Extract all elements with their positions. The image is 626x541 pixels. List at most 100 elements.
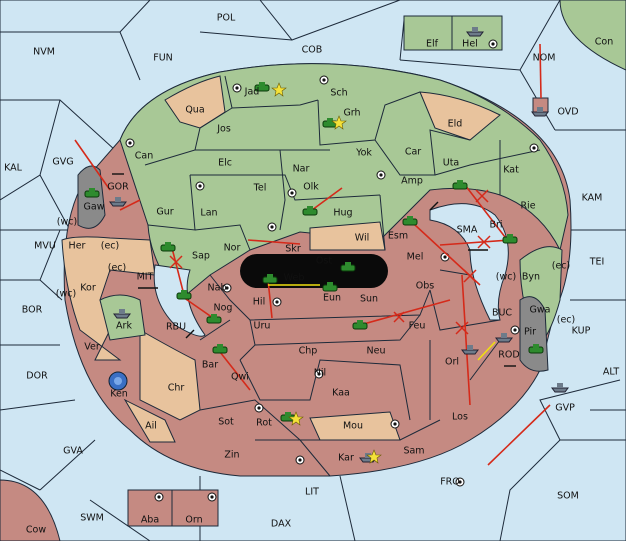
province-label-eun[interactable]: Eun xyxy=(323,293,341,304)
province-label-sch[interactable]: Sch xyxy=(330,88,347,99)
province-label-grh[interactable]: Grh xyxy=(343,108,360,119)
province-label-buc[interactable]: BUC xyxy=(492,308,512,319)
province-label-yok[interactable]: Yok xyxy=(355,148,372,159)
province-label-ec3[interactable]: (ec) xyxy=(108,263,126,274)
province-label-sun[interactable]: Sun xyxy=(360,294,378,305)
province-label-zin[interactable]: Zin xyxy=(224,450,239,461)
province-chr[interactable] xyxy=(139,329,201,421)
province-label-mel[interactable]: Mel xyxy=(407,252,424,263)
province-label-ost[interactable]: Ost xyxy=(316,256,332,267)
province-label-gor[interactable]: GOR xyxy=(107,182,129,193)
province-label-jos[interactable]: Jos xyxy=(216,124,231,135)
province-label-los[interactable]: Los xyxy=(452,412,468,423)
province-label-sam[interactable]: Sam xyxy=(403,446,424,457)
province-label-swm[interactable]: SWM xyxy=(80,513,104,524)
province-label-nvm[interactable]: NVM xyxy=(33,47,55,58)
province-label-gva[interactable]: GVA xyxy=(63,446,83,457)
province-label-amp[interactable]: Amp xyxy=(401,176,423,187)
province-label-kup[interactable]: KUP xyxy=(572,326,591,337)
province-label-gur[interactable]: Gur xyxy=(156,207,173,218)
province-label-alt[interactable]: ALT xyxy=(603,367,619,378)
province-label-wil[interactable]: Wil xyxy=(355,233,369,244)
province-label-pol[interactable]: POL xyxy=(217,13,236,24)
province-label-rbu[interactable]: RBU xyxy=(166,322,186,333)
province-label-bor[interactable]: BOR xyxy=(22,305,43,316)
province-label-qwi[interactable]: Qwi xyxy=(231,372,249,383)
province-label-kar[interactable]: Kar xyxy=(338,453,354,464)
province-label-ail[interactable]: Ail xyxy=(145,421,157,432)
province-label-wc1[interactable]: (wc) xyxy=(57,217,77,228)
province-label-car[interactable]: Car xyxy=(405,147,421,158)
province-label-sot[interactable]: Sot xyxy=(218,417,234,428)
province-label-her[interactable]: Her xyxy=(69,241,86,252)
province-label-feu[interactable]: Feu xyxy=(409,321,426,332)
province-label-eld[interactable]: Eld xyxy=(448,119,463,130)
province-label-chp[interactable]: Chp xyxy=(299,346,318,357)
province-label-orl[interactable]: Orl xyxy=(445,357,459,368)
province-label-dax[interactable]: DAX xyxy=(271,519,292,530)
province-label-som[interactable]: SOM xyxy=(557,491,579,502)
province-label-ver[interactable]: Ver xyxy=(84,342,100,353)
province-aba[interactable] xyxy=(127,489,173,527)
province-label-lit[interactable]: LIT xyxy=(305,487,319,498)
province-label-fro[interactable]: FRO xyxy=(440,477,460,488)
province-label-hel[interactable]: Hel xyxy=(462,39,478,50)
province-label-gvg[interactable]: GVG xyxy=(52,157,73,168)
province-label-gwa[interactable]: Gwa xyxy=(530,305,551,316)
province-label-cob[interactable]: COB xyxy=(302,45,323,56)
province-label-qua[interactable]: Qua xyxy=(185,105,204,116)
province-label-nil[interactable]: Nil xyxy=(314,368,326,379)
province-label-orn[interactable]: Orn xyxy=(185,515,202,526)
province-label-ark[interactable]: Ark xyxy=(116,321,132,332)
province-label-kal[interactable]: KAL xyxy=(4,163,23,174)
province-label-dor[interactable]: DOR xyxy=(26,371,48,382)
province-label-wc2[interactable]: (wc) xyxy=(496,272,516,283)
province-label-nar[interactable]: Nar xyxy=(293,164,310,175)
province-ail[interactable] xyxy=(123,398,176,443)
province-label-can[interactable]: Can xyxy=(135,151,153,162)
province-label-rod[interactable]: ROD xyxy=(498,350,519,361)
province-label-ec2[interactable]: (ec) xyxy=(552,261,570,272)
province-label-bri[interactable]: Bri xyxy=(489,220,502,231)
province-label-hil[interactable]: Hil xyxy=(253,297,265,308)
province-label-sap[interactable]: Sap xyxy=(192,251,210,262)
province-label-neu[interactable]: Neu xyxy=(367,346,386,357)
province-label-nom[interactable]: NOM xyxy=(533,53,556,64)
province-label-rot[interactable]: Rot xyxy=(256,418,272,429)
province-label-bar[interactable]: Bar xyxy=(202,360,218,371)
province-label-nog[interactable]: Nog xyxy=(214,303,233,314)
province-label-chr[interactable]: Chr xyxy=(168,383,185,394)
province-elf[interactable] xyxy=(403,15,453,51)
province-label-tel[interactable]: Tel xyxy=(253,183,267,194)
province-label-pir[interactable]: Pir xyxy=(524,327,536,338)
province-eld[interactable] xyxy=(419,91,501,141)
province-label-lan[interactable]: Lan xyxy=(200,208,217,219)
province-label-mvu[interactable]: MVU xyxy=(34,241,56,252)
province-label-obs[interactable]: Obs xyxy=(416,281,435,292)
province-label-wc3[interactable]: (wc) xyxy=(56,289,76,300)
province-label-olk[interactable]: Olk xyxy=(303,182,319,193)
province-label-tei[interactable]: TEI xyxy=(589,257,605,268)
province-label-aba[interactable]: Aba xyxy=(141,515,159,526)
province-label-esm[interactable]: Esm xyxy=(388,231,408,242)
province-label-mit[interactable]: MIT xyxy=(137,272,154,283)
province-label-kat[interactable]: Kat xyxy=(503,165,519,176)
province-label-skr[interactable]: Skr xyxy=(285,244,301,255)
province-label-kaa[interactable]: Kaa xyxy=(332,388,350,399)
province-label-rie[interactable]: Rie xyxy=(520,201,535,212)
province-label-kam[interactable]: KAM xyxy=(582,193,603,204)
province-label-web[interactable]: Web xyxy=(284,273,305,284)
province-label-nab[interactable]: Nab xyxy=(208,283,227,294)
province-label-ec4[interactable]: (ec) xyxy=(557,315,575,326)
province-label-nor[interactable]: Nor xyxy=(224,243,241,254)
province-label-ken[interactable]: Ken xyxy=(110,389,128,400)
province-label-gaw[interactable]: Gaw xyxy=(84,202,105,213)
province-label-con[interactable]: Con xyxy=(595,37,613,48)
province-label-kor[interactable]: Kor xyxy=(80,283,96,294)
province-label-fun[interactable]: FUN xyxy=(153,53,173,64)
province-label-byn[interactable]: Byn xyxy=(522,272,540,283)
province-label-mou[interactable]: Mou xyxy=(343,421,363,432)
province-label-elf[interactable]: Elf xyxy=(426,39,439,50)
province-label-jad[interactable]: Jad xyxy=(244,87,260,98)
province-label-ec1[interactable]: (ec) xyxy=(101,241,119,252)
